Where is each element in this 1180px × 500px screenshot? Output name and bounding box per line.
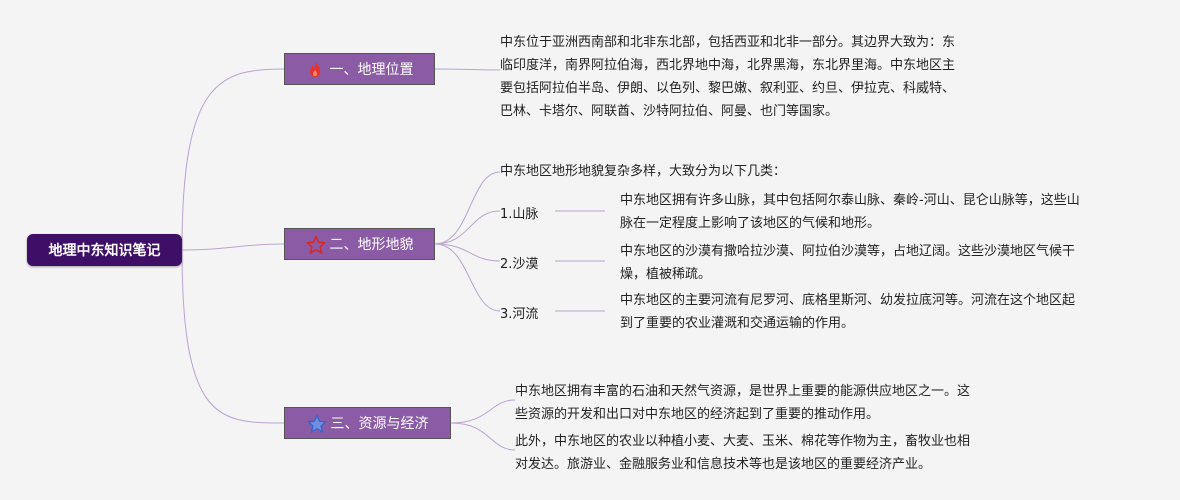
branch-label: 一、地理位置 (329, 62, 414, 78)
economy-paragraph: 此外，中东地区的农业以种植小麦、大麦、玉米、棉花等作物为主，畜牧业也相 对发达。… (515, 430, 970, 476)
link-root-b2 (181, 243, 285, 251)
fire-icon (306, 60, 324, 78)
text-line: 临印度洋，南界阿拉伯海，西北界地中海，北界黑海，东北界里海。中东地区主 (500, 58, 956, 73)
link-root-b3 (181, 249, 285, 424)
text-line: 中东地区拥有许多山脉，其中包括阿尔泰山脉、秦岭-河山、昆仑山脉等，这些山 (620, 193, 1080, 208)
resources-paragraph: 中东地区拥有丰富的石油和天然气资源，是世界上重要的能源供应地区之一。这 些资源的… (515, 380, 970, 426)
star-blue-icon (307, 414, 326, 433)
text-line: 中东地区的沙漠有撒哈拉沙漠、阿拉伯沙漠等，占地辽阔。这些沙漠地区气候干 (620, 244, 1076, 259)
root-node[interactable]: 地理中东知识笔记 (27, 234, 182, 266)
link-b2-item3 (434, 243, 501, 312)
link-b1-text (434, 68, 501, 71)
branch-terrain[interactable]: 二、地形地貌 (284, 228, 435, 260)
link-b2-item2 (434, 243, 501, 262)
branch-resources-economy[interactable]: 三、资源与经济 (284, 407, 451, 439)
text-line: 中东位于亚洲西南部和北非东北部，包括西亚和北非一部分。其边界大致为：东 (500, 35, 956, 50)
terrain-intro: 中东地区地形地貌复杂多样，大致分为以下几类： (500, 164, 787, 179)
subtopic-deserts[interactable]: 2.沙漠 (500, 257, 539, 272)
link-b3-p2 (450, 422, 516, 451)
link-b2-item1 (434, 210, 501, 245)
link-root-b1 (181, 68, 285, 251)
branch-label: 三、资源与经济 (330, 416, 429, 432)
text-line: 燥，植被稀疏。 (620, 267, 712, 282)
text-line: 些资源的开发和出口对中东地区的经济起到了重要的推动作用。 (515, 407, 880, 422)
text-line: 此外，中东地区的农业以种植小麦、大麦、玉米、棉花等作物为主，畜牧业也相 (515, 434, 971, 449)
text-line: 对发达。旅游业、金融服务业和信息技术等也是该地区的重要经济产业。 (515, 457, 932, 472)
subtopic-mountains[interactable]: 1.山脉 (500, 207, 539, 222)
location-text: 中东位于亚洲西南部和北非东北部，包括西亚和北非一部分。其边界大致为：东 临印度洋… (500, 31, 955, 123)
deserts-text: 中东地区的沙漠有撒哈拉沙漠、阿拉伯沙漠等，占地辽阔。这些沙漠地区气候干 燥，植被… (620, 240, 1075, 286)
mountains-text: 中东地区拥有许多山脉，其中包括阿尔泰山脉、秦岭-河山、昆仑山脉等，这些山 脉在一… (620, 189, 1080, 235)
text-line: 巴林、卡塔尔、阿联酋、沙特阿拉伯、阿曼、也门等国家。 (500, 104, 839, 119)
text-line: 要包括阿拉伯半岛、伊朗、以色列、黎巴嫩、叙利亚、约旦、伊拉克、科威特、 (500, 81, 956, 96)
link-b3-p1 (450, 399, 516, 424)
text-line: 中东地区的主要河流有尼罗河、底格里斯河、幼发拉底河等。河流在这个地区起 (620, 293, 1076, 308)
text-line: 中东地区拥有丰富的石油和天然气资源，是世界上重要的能源供应地区之一。这 (515, 384, 971, 399)
rivers-text: 中东地区的主要河流有尼罗河、底格里斯河、幼发拉底河等。河流在这个地区起 到了重要… (620, 289, 1075, 335)
link-b2-intro (434, 171, 501, 245)
star-outline-icon (305, 235, 326, 254)
subtopic-rivers[interactable]: 3.河流 (500, 307, 539, 322)
root-label: 地理中东知识笔记 (48, 243, 161, 259)
branch-geography-location[interactable]: 一、地理位置 (284, 53, 435, 85)
text-line: 到了重要的农业灌溉和交通运输的作用。 (620, 316, 855, 331)
branch-label: 二、地形地貌 (329, 237, 414, 253)
text-line: 脉在一定程度上影响了该地区的气候和地形。 (620, 216, 881, 231)
